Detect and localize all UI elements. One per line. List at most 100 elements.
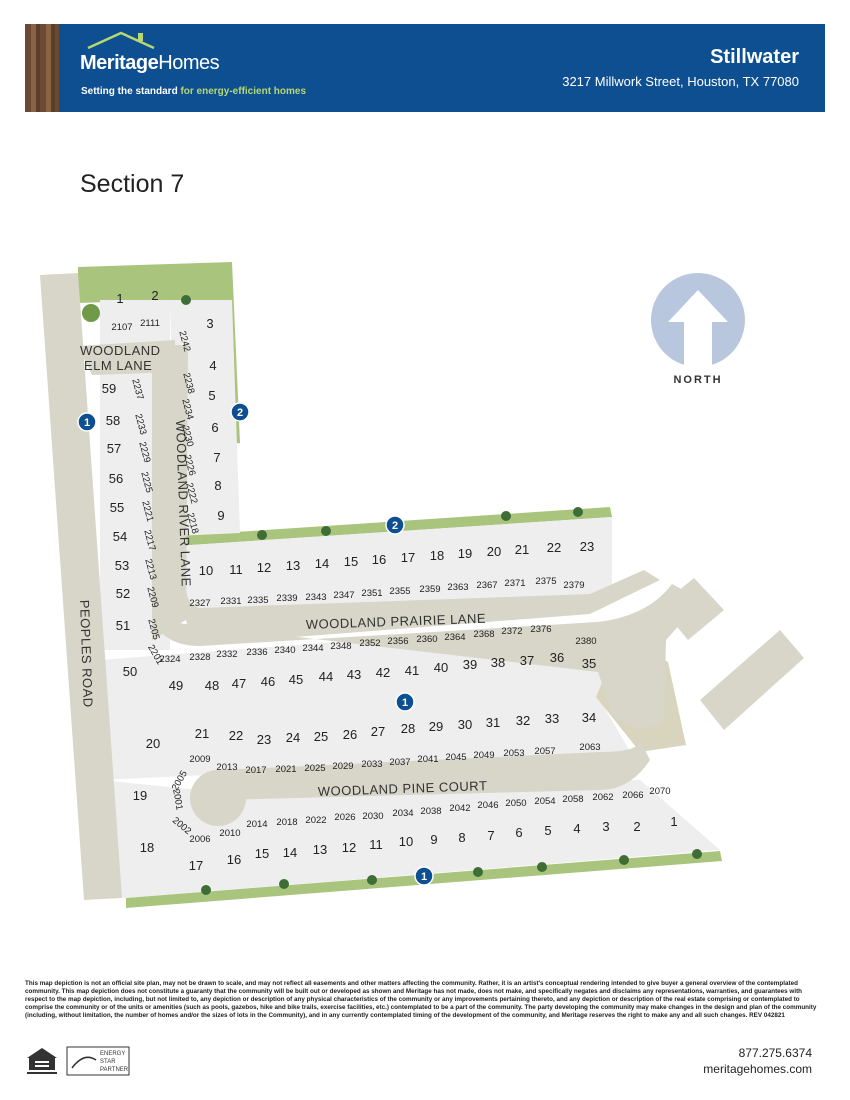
lot-number[interactable]: 1	[116, 291, 123, 306]
lot-number[interactable]: 45	[289, 672, 303, 687]
lot-number[interactable]: 35	[582, 656, 596, 671]
lot-number[interactable]: 18	[140, 840, 154, 855]
lot-number[interactable]: 23	[580, 539, 594, 554]
lot-number[interactable]: 42	[376, 665, 390, 680]
disclaimer: This map depiction is not an official si…	[25, 980, 817, 1019]
lot-number[interactable]: 59	[102, 381, 116, 396]
lot-number[interactable]: 3	[206, 316, 213, 331]
lot-number[interactable]: 12	[257, 560, 271, 575]
lot-number[interactable]: 15	[344, 554, 358, 569]
lot-number[interactable]: 3	[602, 819, 609, 834]
lot-number[interactable]: 20	[487, 544, 501, 559]
phase-marker-icon[interactable]: 1	[395, 692, 415, 712]
lot-number[interactable]: 56	[109, 471, 123, 486]
lot-number[interactable]: 31	[486, 715, 500, 730]
lot-number[interactable]: 41	[405, 663, 419, 678]
lot-number[interactable]: 23	[257, 732, 271, 747]
lot-block-north-row	[176, 517, 612, 620]
lot-number[interactable]: 32	[516, 713, 530, 728]
lot-number[interactable]: 55	[110, 500, 124, 515]
lot-number[interactable]: 11	[229, 562, 243, 577]
lot-number[interactable]: 16	[227, 852, 241, 867]
lot-address: 2242	[176, 330, 192, 353]
trees	[82, 295, 702, 895]
lot-number[interactable]: 54	[113, 529, 127, 544]
lot-number[interactable]: 20	[146, 736, 160, 751]
lot-address: 2057	[534, 746, 555, 757]
lot-number[interactable]: 19	[133, 788, 147, 803]
lot-number[interactable]: 47	[232, 676, 246, 691]
lot-number[interactable]: 17	[401, 550, 415, 565]
phase-marker-icon[interactable]: 1	[414, 866, 434, 886]
lot-number[interactable]: 13	[286, 558, 300, 573]
lot-number[interactable]: 7	[487, 828, 494, 843]
lot-number[interactable]: 22	[229, 728, 243, 743]
lot-number[interactable]: 12	[342, 840, 356, 855]
lot-number[interactable]: 1	[670, 814, 677, 829]
lot-number[interactable]: 30	[458, 717, 472, 732]
lot-number[interactable]: 44	[319, 669, 333, 684]
lot-number[interactable]: 26	[343, 727, 357, 742]
lot-number[interactable]: 5	[208, 388, 215, 403]
lot-number[interactable]: 8	[214, 478, 221, 493]
phase-marker-icon[interactable]: 2	[385, 515, 405, 535]
lot-number[interactable]: 53	[115, 558, 129, 573]
lot-number[interactable]: 18	[430, 548, 444, 563]
lot-number[interactable]: 7	[213, 450, 220, 465]
lot-number[interactable]: 16	[372, 552, 386, 567]
lot-address: 2017	[245, 765, 266, 776]
website-link[interactable]: meritagehomes.com	[703, 1062, 812, 1076]
lot-number[interactable]: 21	[195, 726, 209, 741]
lot-number[interactable]: 19	[458, 546, 472, 561]
lot-number[interactable]: 6	[211, 420, 218, 435]
phase-marker-icon[interactable]: 2	[230, 402, 250, 422]
lot-number[interactable]: 27	[371, 724, 385, 739]
lot-number[interactable]: 38	[491, 655, 505, 670]
lot-number[interactable]: 57	[107, 441, 121, 456]
lot-number[interactable]: 58	[106, 413, 120, 428]
lot-number[interactable]: 14	[315, 556, 329, 571]
lot-number[interactable]: 49	[169, 678, 183, 693]
phase-marker-icon[interactable]: 1	[77, 412, 97, 432]
lot-number[interactable]: 43	[347, 667, 361, 682]
lot-number[interactable]: 10	[199, 563, 213, 578]
lot-number[interactable]: 10	[399, 834, 413, 849]
lot-address: 2046	[477, 800, 498, 811]
tree-icon	[537, 862, 547, 872]
lot-number[interactable]: 15	[255, 846, 269, 861]
lot-number[interactable]: 29	[429, 719, 443, 734]
lot-number[interactable]: 21	[515, 542, 529, 557]
lot-number[interactable]: 34	[582, 710, 596, 725]
lot-number[interactable]: 2	[151, 288, 158, 303]
phone-number[interactable]: 877.275.6374	[738, 1046, 812, 1060]
woodland-pine-court	[222, 740, 650, 800]
lot-number[interactable]: 51	[116, 618, 130, 633]
lot-number[interactable]: 5	[544, 823, 551, 838]
lot-number[interactable]: 40	[434, 660, 448, 675]
lot-number[interactable]: 9	[217, 508, 224, 523]
lot-number[interactable]: 37	[520, 653, 534, 668]
lot-number[interactable]: 4	[209, 358, 216, 373]
lot-number[interactable]: 36	[550, 650, 564, 665]
lot-number[interactable]: 11	[369, 837, 383, 852]
lot-number[interactable]: 48	[205, 678, 219, 693]
lot-number[interactable]: 17	[189, 858, 203, 873]
lot-number[interactable]: 9	[430, 832, 437, 847]
lot-number[interactable]: 50	[123, 664, 137, 679]
lot-number[interactable]: 2	[633, 819, 640, 834]
lot-number[interactable]: 8	[458, 830, 465, 845]
lot-number[interactable]: 6	[515, 825, 522, 840]
lot-number[interactable]: 28	[401, 721, 415, 736]
lot-number[interactable]: 52	[116, 586, 130, 601]
lot-address: 2029	[332, 761, 353, 772]
lot-number[interactable]: 14	[283, 845, 297, 860]
lot-number[interactable]: 33	[545, 711, 559, 726]
lot-number[interactable]: 24	[286, 730, 300, 745]
phase-marker-label: 2	[237, 407, 243, 419]
lot-number[interactable]: 4	[573, 821, 580, 836]
lot-number[interactable]: 25	[314, 729, 328, 744]
lot-number[interactable]: 13	[313, 842, 327, 857]
lot-number[interactable]: 46	[261, 674, 275, 689]
lot-number[interactable]: 22	[547, 540, 561, 555]
lot-number[interactable]: 39	[463, 657, 477, 672]
